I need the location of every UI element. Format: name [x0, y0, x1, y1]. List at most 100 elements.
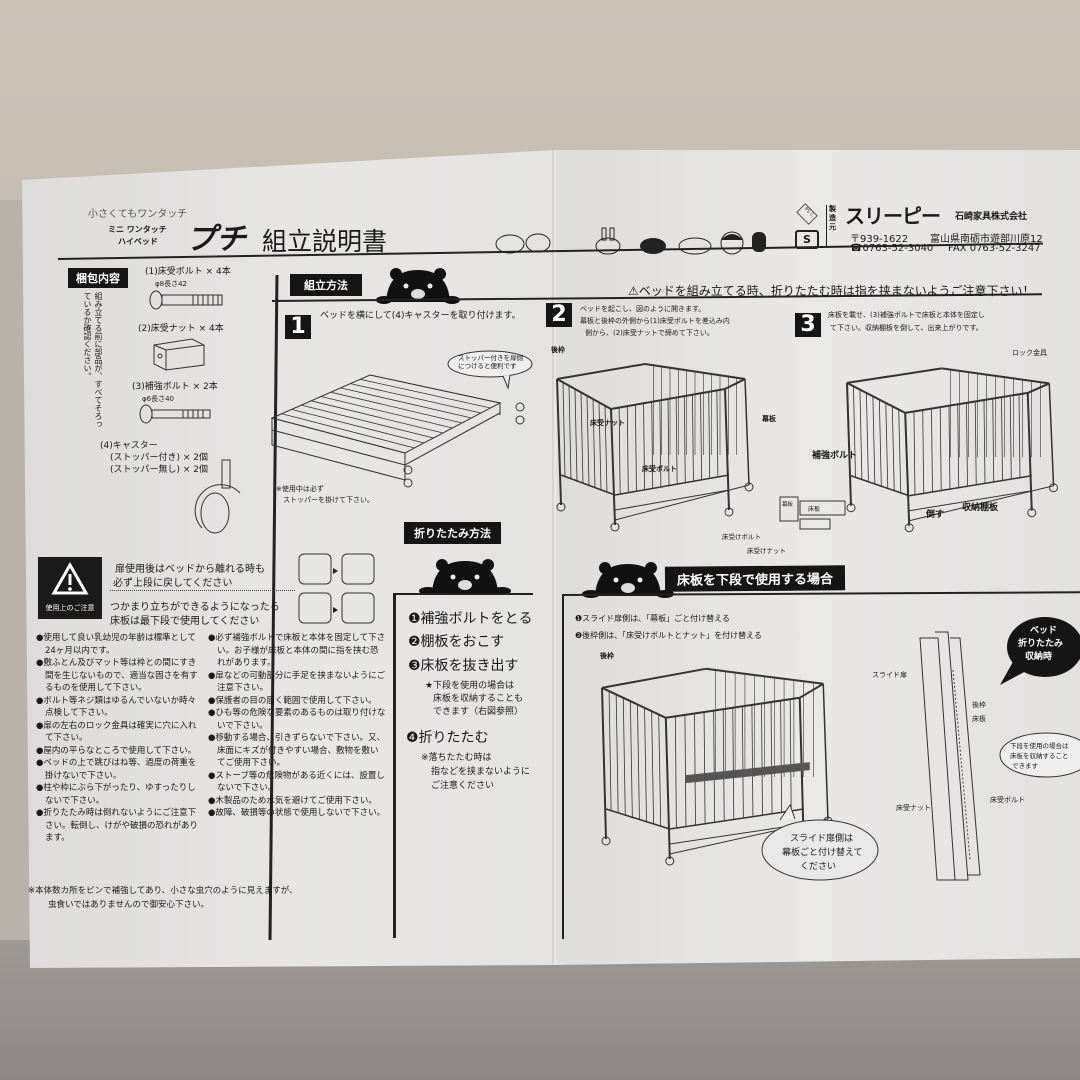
mesh-band: [685, 762, 810, 784]
part-4-spec: (ストッパー付き) × 2個: [110, 453, 209, 463]
step-3-label-lock: ロック金具: [1012, 349, 1047, 357]
drawing-line: [694, 713, 696, 825]
step-2-detail-illustration: [779, 496, 846, 530]
drawing-line: [664, 717, 671, 860]
step-1-note-1: ※使用中は必ず: [276, 485, 324, 493]
fold-bubble: [1000, 617, 1080, 685]
maker-label: 製造元: [829, 205, 836, 231]
caution-bullet: ●扉などの可動部分に手足を挟まないようにご注意下さい。: [208, 670, 386, 694]
lower-bullet-1: ❶スライド扉側は、「幕板」ごと付け替える: [575, 614, 730, 623]
drawing-line: [684, 714, 687, 827]
bear-icon: [582, 562, 674, 598]
caution-bullet: ●使用して良い乳幼児の年齢は標準として24ヶ月以内です。: [36, 633, 196, 656]
footnote-1: ※本体数カ所をピンで補強してあり、小さな虫穴のように見えますが、: [28, 886, 298, 896]
drawing-line: [675, 397, 678, 484]
floor-bolt-icon: [149, 290, 223, 310]
fold-step-3: ❸床板を抜き出す: [408, 658, 519, 674]
drawing-line: [674, 716, 677, 828]
drawing-line: [983, 400, 986, 483]
caster-wheel: [904, 523, 914, 533]
drawing-line: [700, 393, 702, 480]
drawing-line: [658, 714, 662, 827]
drawing-line: [789, 699, 792, 811]
drawing-line: [850, 475, 910, 497]
caution-bullet: ●敷ふとん及びマット等は枠との間にすき間を生じないもので、適当な固さを有するもの…: [36, 658, 198, 693]
step-3-text-2: て下さい。収納棚板を倒して、出来上がりです。: [830, 324, 983, 332]
caution-line2a: つかまり立ちができるようになったら: [110, 602, 280, 613]
step-3-label-tip: 倒す: [926, 510, 945, 520]
drawing-line: [716, 390, 719, 477]
caster-wheel: [846, 503, 856, 513]
drawing-line: [614, 474, 730, 496]
caution-right-list: ●必ず補強ボルトで床板と本体を固定して下さい。お子様が床板と本体の間に指を挟む恐…: [208, 632, 386, 820]
drawing-line: [568, 385, 572, 480]
drawing-line: [350, 383, 482, 414]
fold-step-1: ❶補強ボルトをとる: [408, 611, 533, 627]
fold-note-2: 指などを挟まないように: [431, 767, 530, 777]
drawing-line: [761, 703, 763, 815]
drawing-line: [939, 407, 942, 491]
drawing-line: [320, 396, 453, 429]
part-3-spec: φ6長さ40: [142, 395, 174, 403]
address: 富山県南砺市遊部川原12: [930, 234, 1043, 245]
tagline: 小さくてもワンタッチ: [88, 209, 188, 220]
drawing-line: [898, 409, 902, 494]
drawing-line: [891, 406, 895, 492]
drawing-line: [692, 394, 694, 481]
drawing-line: [330, 391, 463, 424]
bear-icon: [376, 268, 460, 304]
fold-label-floor-nut: 床受ナット: [896, 804, 931, 812]
caution-bullet: ●ひも等の危険な要素のあるものは取り付けないで下さい。: [208, 708, 386, 731]
s-logo: S: [795, 230, 819, 249]
part-2-name: (2)床受ナット × 4本: [138, 324, 224, 334]
part-4-spec2: (ストッパー無し) × 2個: [110, 465, 209, 475]
drawing-line: [651, 711, 655, 825]
drawing-line: [556, 363, 646, 380]
part-3-name: (3)補強ボルト × 2本: [132, 382, 218, 392]
drawing-line: [626, 406, 629, 493]
drawing-line: [948, 405, 951, 489]
fold-note-1: 下段を使用の場合は: [1010, 742, 1069, 750]
drawing-line: [667, 398, 670, 486]
assembly-label: 組立方法: [290, 274, 362, 296]
drawing-line: [601, 686, 667, 719]
step-3-number: 3: [795, 313, 821, 337]
animal-icons: [495, 227, 766, 255]
drawing-line: [904, 412, 911, 526]
drawing-line: [909, 490, 1032, 512]
step-2-detail-skirt: 幕板: [782, 502, 794, 508]
caution-bullet: ●必ず補強ボルトで床板と本体を固定して下さい。お子様が床板と本体の間に指を挟む恐…: [208, 633, 386, 668]
fold-star-1: ★下段を使用の場合は: [425, 681, 515, 691]
step-1-note-2: ストッパーを掛けて下さい。: [283, 496, 374, 504]
drawing-line: [931, 408, 933, 492]
drawing-line: [586, 395, 590, 487]
caution-pictograms: [298, 553, 375, 624]
caution-label: 使用上のご注意: [45, 604, 95, 612]
lower-position-label: 床板を下段で使用する場合: [664, 565, 846, 592]
drawing-line: [629, 701, 633, 818]
floor-nut-icon: [153, 338, 205, 371]
paper-fold: [552, 150, 556, 965]
fax: FAX 0763-52-3247: [948, 243, 1041, 254]
bear-icon: [419, 559, 511, 595]
caster-wheel: [556, 502, 566, 512]
drawing-line: [562, 382, 566, 478]
step-2-label-floor-bolt: 床受ボルト: [642, 465, 677, 473]
step-3-crib-illustration: [846, 367, 1059, 533]
drawing-line: [905, 391, 1028, 414]
drawing-line: [909, 485, 1054, 522]
drawing-line: [751, 704, 754, 817]
fold-note-2: 床板を収納すること: [1010, 752, 1069, 760]
caution-bullet: ●折りたたみ時は倒れないようにご注意下さい。転倒し、けがや破損の恐れがあります。: [36, 808, 199, 843]
caution-line1b: 必ず上段に戻してください: [113, 578, 233, 589]
drawing-line: [574, 388, 578, 482]
divider: [826, 205, 827, 247]
fold-bubble-line-2: 折りたたみ: [1018, 639, 1064, 649]
lower-rear-frame-label: 後枠: [600, 652, 614, 660]
drawing-line: [580, 392, 584, 484]
drawing-line: [301, 404, 434, 439]
caution-bullet: ●保護者の目の届く範囲で使用して下さい。: [208, 695, 377, 706]
drawing-line: [957, 404, 960, 488]
lower-bubble-line-3: ください: [800, 862, 837, 872]
drawing-line: [669, 808, 804, 830]
